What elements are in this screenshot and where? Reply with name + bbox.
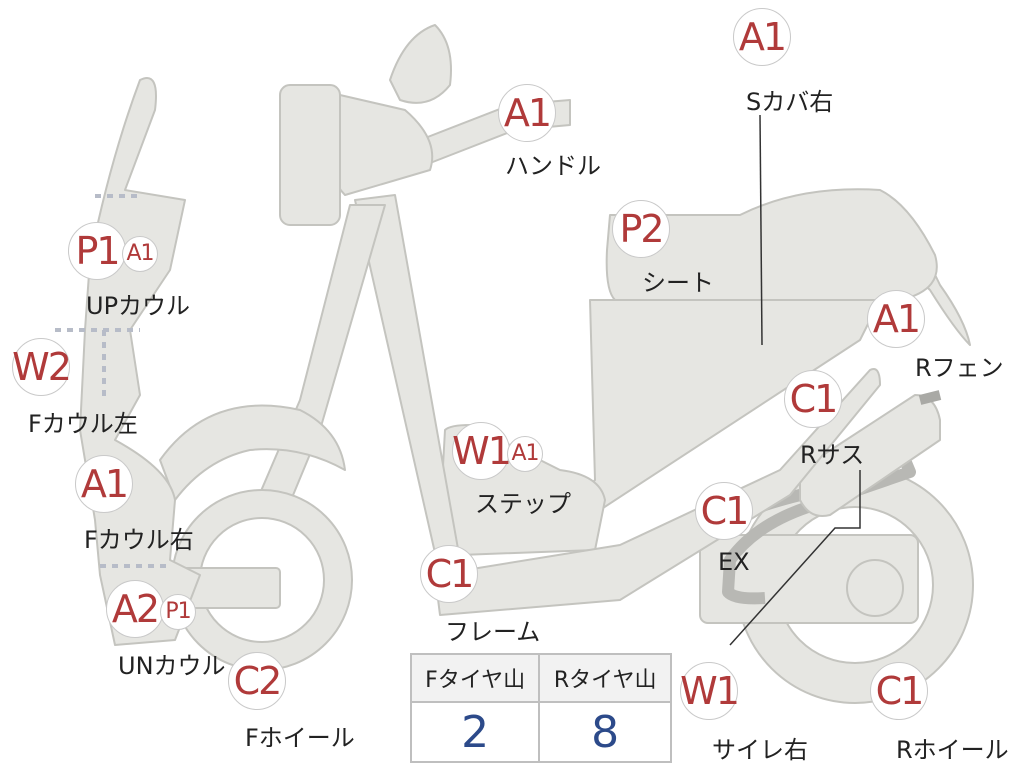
up-cowl-code-badge[interactable]: P1 — [68, 222, 126, 280]
r-fender-code-badge[interactable]: A1 — [867, 290, 925, 348]
r-suspension-label: Rサス — [800, 441, 865, 469]
side-right-code-badge[interactable]: W1 — [680, 662, 740, 720]
tire-tread-table: Fタイヤ山 Rタイヤ山 2 8 — [409, 653, 672, 763]
f-wheel-label: Fホイール — [245, 724, 355, 752]
step-label: ステップ — [475, 490, 571, 518]
un-cowl-code2-badge[interactable]: P1 — [160, 594, 196, 630]
un-cowl-label: UNカウル — [118, 652, 226, 680]
frame-code-badge[interactable]: C1 — [420, 545, 478, 603]
r-tire-value[interactable]: 8 — [538, 701, 672, 763]
r-tire-header: Rタイヤ山 — [538, 653, 672, 703]
r-suspension-code-badge[interactable]: C1 — [784, 370, 842, 428]
f-tire-value[interactable]: 2 — [409, 701, 541, 763]
f-wheel-code-badge[interactable]: C2 — [228, 652, 286, 710]
up-cowl-code2-badge[interactable]: A1 — [122, 236, 158, 272]
r-wheel-label: Rホイール — [896, 736, 1009, 764]
handle-code-badge[interactable]: A1 — [498, 84, 556, 142]
f-cowl-left-code-badge[interactable]: W2 — [12, 338, 72, 396]
frame-label: フレーム — [445, 618, 541, 646]
step-code2-badge[interactable]: A1 — [507, 436, 543, 472]
exhaust-code-badge[interactable]: C1 — [695, 482, 753, 540]
s-cover-right-code-badge[interactable]: A1 — [733, 8, 791, 66]
seat-code-badge[interactable]: P2 — [612, 200, 670, 258]
front-fender-shape[interactable] — [159, 404, 346, 501]
handle-label: ハンドル — [505, 152, 601, 180]
seat-label: シート — [642, 269, 714, 297]
up-cowl-label: UPカウル — [86, 292, 191, 320]
seat-shape[interactable] — [605, 188, 938, 301]
f-tire-header: Fタイヤ山 — [409, 653, 541, 703]
frame-shape[interactable] — [434, 368, 881, 616]
s-cover-right-label: Sカバ右 — [746, 88, 834, 116]
step-code-badge[interactable]: W1 — [452, 422, 512, 480]
mirror-shape[interactable] — [389, 24, 452, 104]
exhaust-label: EX — [718, 548, 750, 576]
r-fender-label: Rフェン — [915, 354, 1004, 382]
side-right-label: サイレ右 — [712, 736, 808, 764]
r-wheel-code-badge[interactable]: C1 — [870, 662, 928, 720]
f-cowl-left-label: Fカウル左 — [28, 410, 138, 438]
head-unit-shape[interactable] — [328, 94, 434, 196]
f-cowl-right-label: Fカウル右 — [84, 526, 194, 554]
f-cowl-right-code-badge[interactable]: A1 — [75, 455, 133, 513]
un-cowl-code-badge[interactable]: A2 — [106, 580, 164, 638]
